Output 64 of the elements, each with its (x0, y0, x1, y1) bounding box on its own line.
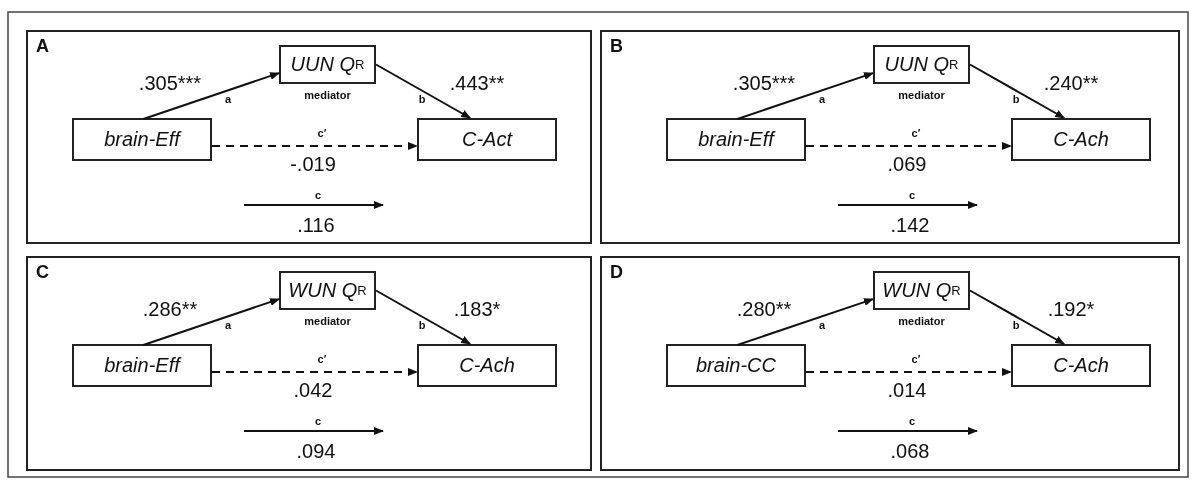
edge-label: .042 (293, 380, 333, 400)
outcome-box: C-Act (417, 118, 557, 161)
path-letter: a (818, 93, 826, 105)
path-letter: b (418, 93, 426, 105)
path-letter: a (224, 93, 232, 105)
arrow (375, 63, 472, 119)
coefficient-label: .068 (890, 441, 930, 461)
edge-label: .305*** (732, 73, 796, 93)
path-letter: a (224, 319, 232, 331)
edge-label: .240** (1043, 73, 1099, 93)
path-letter: b (1012, 93, 1020, 105)
edge-label: .280** (736, 299, 792, 319)
outcome-box: C-Ach (1011, 344, 1151, 387)
panel-letter: B (610, 36, 623, 57)
coefficient-label: .094 (296, 441, 336, 461)
arrow (969, 63, 1066, 119)
path-letter: c′ (317, 353, 327, 365)
edge-label: .183* (453, 299, 501, 319)
edge-label: .286** (142, 299, 198, 319)
edge-label: .305*** (138, 73, 202, 93)
dashed-arrow (211, 141, 418, 150)
panel-letter: A (36, 36, 49, 57)
arrow (142, 298, 280, 346)
path-letter: c′ (911, 353, 921, 365)
arrow (736, 298, 874, 346)
arrow (375, 289, 472, 345)
panel-letter: D (610, 262, 623, 283)
predictor-box: brain-Eff (666, 118, 806, 161)
path-letter: c (314, 189, 322, 201)
path-letter: c′ (317, 127, 327, 139)
path-letter: c′ (911, 127, 921, 139)
arrow (142, 72, 280, 120)
path-letter: a (818, 319, 826, 331)
edge-label: .443** (449, 73, 505, 93)
panel (26, 256, 592, 471)
path-letter: c (908, 415, 916, 427)
node-caption: mediator (304, 89, 351, 101)
edge-label: .192* (1047, 299, 1095, 319)
outcome-box: C-Ach (417, 344, 557, 387)
edge-label: -.019 (290, 154, 336, 174)
panel (600, 30, 1180, 244)
edge-label: .069 (887, 154, 927, 174)
arrow (969, 289, 1066, 345)
node-caption: mediator (304, 315, 351, 327)
panel (600, 256, 1180, 471)
dashed-arrow (805, 367, 1012, 376)
node-caption: mediator (898, 315, 945, 327)
edge-label: .014 (887, 380, 927, 400)
predictor-box: brain-CC (666, 344, 806, 387)
predictor-box: brain-Eff (72, 344, 212, 387)
arrow (736, 72, 874, 120)
dashed-arrow (211, 367, 418, 376)
panel-letter: C (36, 262, 49, 283)
dashed-arrow (805, 141, 1012, 150)
panel (26, 30, 592, 244)
path-letter: b (418, 319, 426, 331)
path-letter: c (314, 415, 322, 427)
path-letter: c (908, 189, 916, 201)
outcome-box: C-Ach (1011, 118, 1151, 161)
coefficient-label: .142 (890, 215, 930, 235)
node-caption: mediator (898, 89, 945, 101)
coefficient-label: .116 (297, 215, 335, 235)
predictor-box: brain-Eff (72, 118, 212, 161)
path-letter: b (1012, 319, 1020, 331)
